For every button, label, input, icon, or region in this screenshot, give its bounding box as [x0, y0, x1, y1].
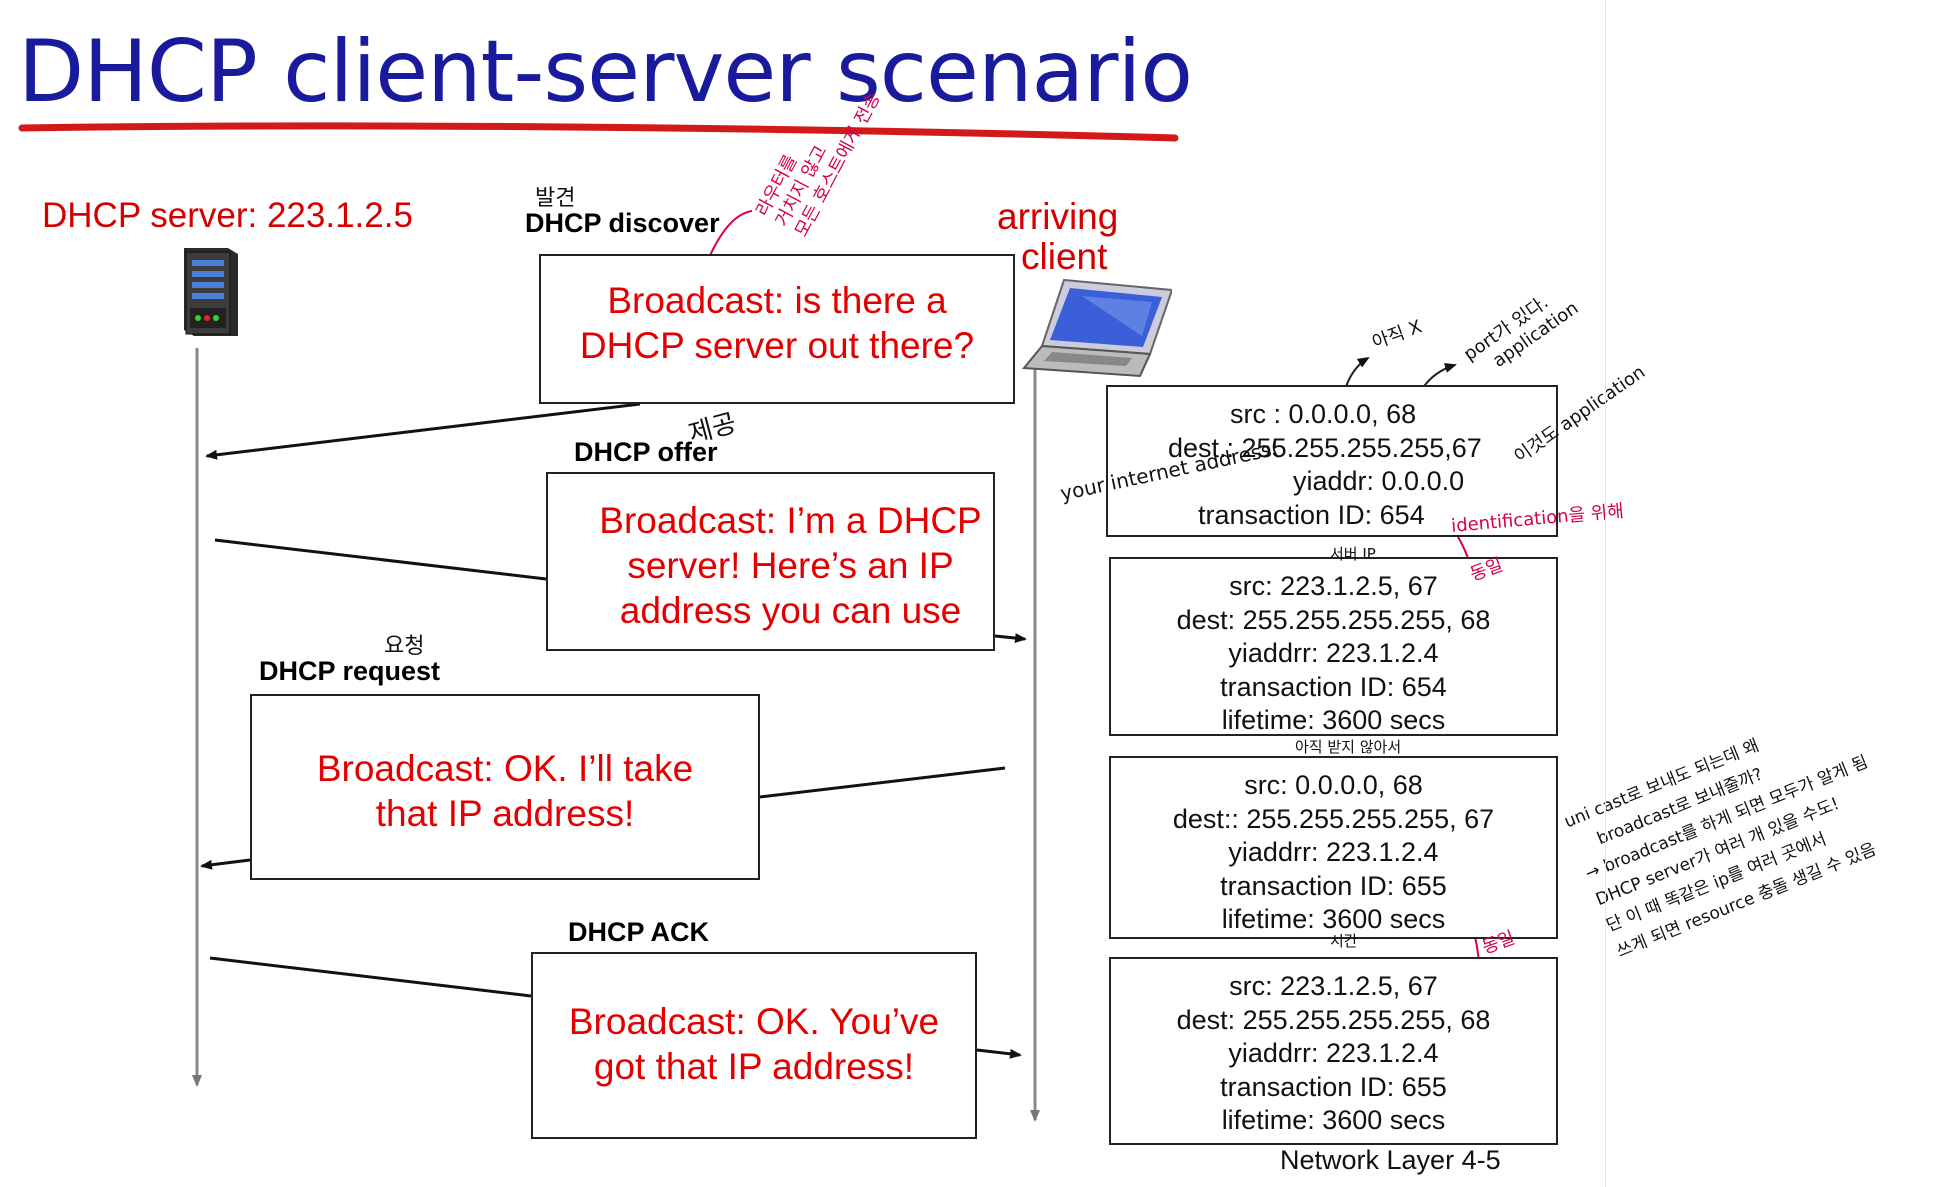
offer-arrow-b: [994, 633, 1027, 643]
ack-text-1: Broadcast: OK. You’ve: [568, 1001, 940, 1042]
footer: Network Layer 4-5: [1280, 1145, 1501, 1175]
request-arrow-a: [759, 766, 1006, 799]
note-discover-ko: 발견: [535, 186, 576, 211]
packet-request: src: 0.0.0.0, 68 dest:: 255.255.255.255,…: [1109, 756, 1558, 939]
label-request: DHCP request: [259, 656, 441, 686]
pkt3-src: src: 0.0.0.0, 68: [1244, 770, 1423, 800]
pkt4-lifetime: lifetime: 3600 secs: [1221, 1105, 1446, 1135]
ack-box: Broadcast: OK. You’ve got that IP addres…: [531, 952, 977, 1139]
packet-ack: src: 223.1.2.5, 67 dest: 255.255.255.255…: [1109, 957, 1558, 1145]
label-discover: DHCP discover: [525, 208, 720, 238]
packet-discover: src : 0.0.0.0, 68 dest.: 255.255.255.255…: [1106, 385, 1558, 537]
offer-text-3: address you can use: [619, 590, 962, 631]
pkt4-txid: transaction ID: 655: [1220, 1071, 1447, 1102]
discover-arrow: [205, 402, 641, 460]
discover-text-1: Broadcast: is there a: [607, 280, 947, 321]
pkt1-txid: transaction ID: 654: [1198, 499, 1425, 530]
client-label-line2: client: [1021, 236, 1108, 277]
server-label: DHCP server: 223.1.2.5: [42, 196, 413, 235]
note-time: 시간: [1330, 932, 1358, 950]
slide-edge-divider: [1605, 0, 1606, 1187]
request-arrow-b: [200, 858, 251, 870]
pkt1-yiaddr: yiaddr: 0.0.0.0: [1293, 466, 1465, 496]
pkt4-yiaddr: yiaddrr: 223.1.2.4: [1228, 1038, 1439, 1068]
ack-arrow-a: [209, 956, 532, 998]
ack-text-2: got that IP address!: [593, 1046, 915, 1087]
request-text-2: that IP address!: [375, 793, 635, 834]
label-offer: DHCP offer: [574, 437, 718, 467]
note-server-ip: 서버 IP: [1330, 545, 1376, 563]
pkt3-yiaddr: yiaddrr: 223.1.2.4: [1228, 837, 1439, 867]
request-text-1: Broadcast: OK. I’ll take: [316, 748, 694, 789]
laptop-icon: [1022, 276, 1172, 381]
pkt4-src: src: 223.1.2.5, 67: [1229, 971, 1438, 1001]
page-title: DHCP client-server scenario: [18, 22, 1193, 122]
server-icon: [178, 244, 240, 340]
offer-box: Broadcast: I’m a DHCP server! Here’s an …: [546, 472, 995, 651]
discover-text-2: DHCP server out there?: [579, 325, 975, 366]
note-not-yet-received: 아직 받지 않아서: [1295, 738, 1402, 756]
offer-arrow-a: [214, 538, 547, 581]
label-ack: DHCP ACK: [568, 917, 710, 947]
pkt2-txid: transaction ID: 654: [1220, 671, 1447, 702]
pkt3-txid: transaction ID: 655: [1220, 870, 1447, 901]
title-underline: [18, 122, 1179, 142]
pkt1-src: src : 0.0.0.0, 68: [1230, 399, 1417, 429]
offer-text-1: Broadcast: I’m a DHCP: [599, 500, 982, 541]
pkt1-dest: dest.: 255.255.255.255,67: [1168, 432, 1482, 463]
note-request-ko: 요청: [384, 634, 425, 659]
pkt3-lifetime: lifetime: 3600 secs: [1221, 904, 1446, 934]
pkt4-dest: dest: 255.255.255.255, 68: [1176, 1004, 1491, 1035]
discover-box: Broadcast: is there a DHCP server out th…: [539, 254, 1015, 404]
pkt2-yiaddr: yiaddrr: 223.1.2.4: [1228, 638, 1439, 668]
client-label-line1: arriving: [997, 196, 1119, 237]
pkt2-src: src: 223.1.2.5, 67: [1229, 571, 1438, 601]
packet-offer: src: 223.1.2.5, 67 dest: 255.255.255.255…: [1109, 557, 1558, 736]
pkt2-lifetime: lifetime: 3600 secs: [1221, 705, 1446, 735]
offer-text-2: server! Here’s an IP: [627, 545, 954, 586]
pkt3-dest: dest:: 255.255.255.255, 67: [1172, 803, 1495, 834]
ack-arrow-b: [976, 1048, 1022, 1059]
request-box: Broadcast: OK. I’ll take that IP address…: [250, 694, 760, 880]
pkt2-dest: dest: 255.255.255.255, 68: [1176, 604, 1491, 635]
